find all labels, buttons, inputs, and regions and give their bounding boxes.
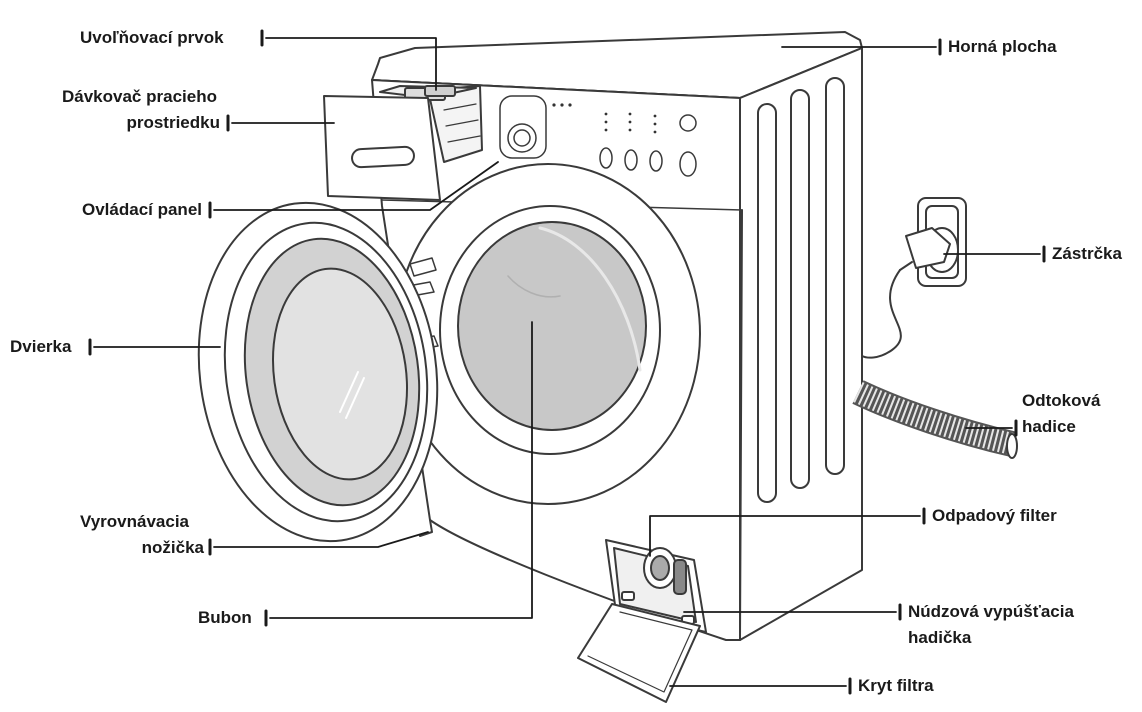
door [197,201,439,543]
label-top-surface: Horná plocha [948,37,1057,56]
drum-opening [395,163,701,505]
label-detergent-dispenser-line1: Dávkovač pracieho [62,87,217,106]
label-drum: Bubon [198,608,252,627]
drain-hose [852,380,1018,459]
leveling-foot [419,519,433,537]
detergent-dispenser [323,85,483,201]
label-leveling-foot-line1: Vyrovnávacia [80,512,189,531]
filter-compartment [605,539,707,633]
label-control-panel: Ovládací panel [82,200,202,219]
label-filter-cover: Kryt filtra [858,676,934,695]
label-plug: Zástrčka [1052,244,1122,263]
leader-lines [88,29,1046,695]
label-drain-hose-line1: Odtoková [1022,391,1101,410]
control-panel [499,95,697,177]
label-drain-hose-line2: hadice [1022,417,1076,436]
label-door: Dvierka [10,337,72,356]
label-emergency-hose-line2: hadička [908,628,972,647]
label-emergency-hose-line1: Núdzová vypúšťacia [908,602,1074,621]
label-release-element: Uvoľňovací prvok [80,28,224,47]
label-waste-filter: Odpadový filter [932,506,1057,525]
power-plug [861,197,967,359]
filter-cover [577,603,701,703]
label-leveling-foot-line2: nožička [141,538,204,557]
label-detergent-dispenser-line2: prostriedku [126,113,220,132]
